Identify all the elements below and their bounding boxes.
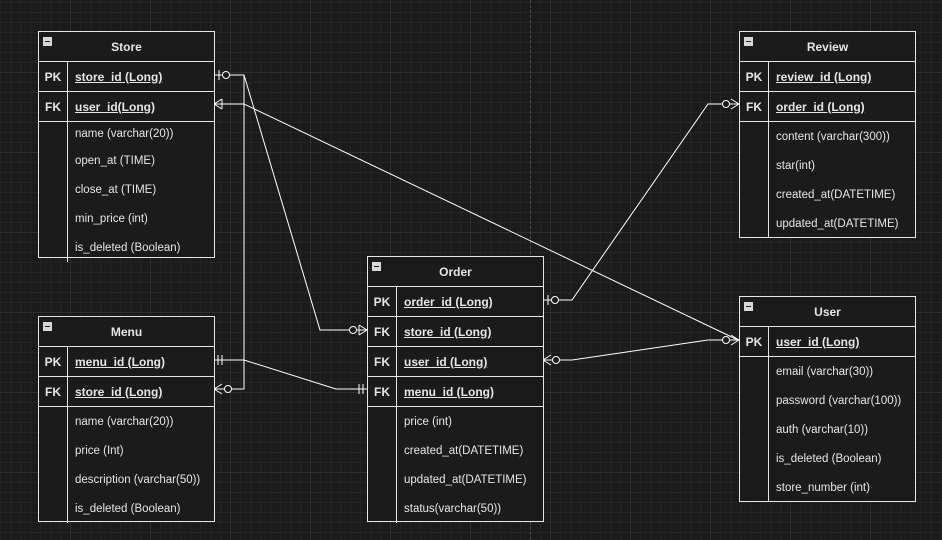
collapse-icon[interactable] <box>372 262 381 271</box>
key-name: store_id (Long) <box>404 324 492 339</box>
entity-title: Review <box>806 39 849 54</box>
field-row[interactable]: open_at (TIME) <box>75 154 155 167</box>
field-row[interactable]: updated_at(DATETIME) <box>776 217 899 230</box>
key-type: FK <box>368 377 397 406</box>
rel-menu-order[interactable] <box>214 355 367 394</box>
entity-order[interactable]: Order PK order_id (Long) FK store_id (Lo… <box>367 256 544 523</box>
field-row[interactable]: email (varchar(30)) <box>776 365 874 378</box>
field-list: name (varchar(20)) price (Int) descripti… <box>39 407 214 523</box>
key-row[interactable]: PK review_id (Long) <box>740 62 915 92</box>
rel-order-review[interactable] <box>543 98 740 305</box>
key-name: menu_id (Long) <box>75 354 165 369</box>
key-type: FK <box>368 317 397 346</box>
entity-header[interactable]: User <box>740 297 915 327</box>
entity-review[interactable]: Review PK review_id (Long) FK order_id (… <box>739 31 916 238</box>
key-type: PK <box>368 287 397 316</box>
field-row[interactable]: name (varchar(20)) <box>75 415 174 428</box>
key-row[interactable]: PK menu_id (Long) <box>39 347 214 377</box>
key-name: order_id (Long) <box>404 294 493 309</box>
key-row[interactable]: FK store_id (Long) <box>39 377 214 407</box>
key-name: user_id (Long) <box>404 354 488 369</box>
entity-title: User <box>814 304 841 319</box>
entity-header[interactable]: Store <box>39 32 214 62</box>
key-type: FK <box>740 92 769 121</box>
rel-user-order[interactable] <box>542 334 740 366</box>
field-row[interactable]: is_deleted (Boolean) <box>776 452 882 465</box>
field-row[interactable]: content (varchar(300)) <box>776 130 890 143</box>
entity-title: Store <box>111 39 142 54</box>
entity-title: Menu <box>110 324 143 339</box>
key-name: store_id (Long) <box>75 384 163 399</box>
field-row[interactable]: star(int) <box>776 159 815 172</box>
field-row[interactable]: is_deleted (Boolean) <box>75 241 181 254</box>
key-row[interactable]: FK order_id (Long) <box>740 92 915 122</box>
key-row[interactable]: FK user_id (Long) <box>368 347 543 377</box>
entity-header[interactable]: Menu <box>39 317 214 347</box>
rel-user-store[interactable] <box>213 98 739 341</box>
entity-store[interactable]: Store PK store_id (Long) FK user_id(Long… <box>38 31 215 262</box>
field-row[interactable]: created_at(DATETIME) <box>776 188 896 201</box>
key-type: PK <box>740 62 769 91</box>
field-row[interactable]: close_at (TIME) <box>75 183 157 196</box>
field-row[interactable]: status(varchar(50)) <box>404 502 502 515</box>
entity-header[interactable]: Review <box>740 32 915 62</box>
field-row[interactable]: description (varchar(50)) <box>75 473 201 486</box>
collapse-icon[interactable] <box>43 322 52 331</box>
key-row[interactable]: PK user_id (Long) <box>740 327 915 357</box>
key-name: menu_id (Long) <box>404 384 494 399</box>
entity-header[interactable]: Order <box>368 257 543 287</box>
key-name: user_id (Long) <box>776 334 860 349</box>
entity-menu[interactable]: Menu PK menu_id (Long) FK store_id (Long… <box>38 316 215 523</box>
rel-store-order[interactable] <box>214 70 368 336</box>
field-row[interactable]: auth (varchar(10)) <box>776 423 869 436</box>
field-row[interactable]: price (Int) <box>75 444 124 457</box>
key-name: order_id (Long) <box>776 99 865 114</box>
entity-title: Order <box>439 264 472 279</box>
key-row[interactable]: FK user_id(Long) <box>39 92 214 122</box>
key-row[interactable]: FK menu_id (Long) <box>368 377 543 407</box>
field-row[interactable]: store_number (int) <box>776 481 870 494</box>
key-type: FK <box>39 92 68 121</box>
field-row[interactable]: is_deleted (Boolean) <box>75 502 181 515</box>
field-row[interactable]: created_at(DATETIME) <box>404 444 524 457</box>
key-type: PK <box>740 327 769 356</box>
key-name: review_id (Long) <box>776 69 872 84</box>
key-name: store_id (Long) <box>75 69 163 84</box>
key-type: PK <box>39 347 68 376</box>
field-list: name (varchar(20)) open_at (TIME) close_… <box>39 122 214 262</box>
field-list: price (int) created_at(DATETIME) updated… <box>368 407 543 523</box>
key-row[interactable]: PK store_id (Long) <box>39 62 214 92</box>
key-name: user_id(Long) <box>75 99 155 114</box>
field-row[interactable]: updated_at(DATETIME) <box>404 473 527 486</box>
field-list: content (varchar(300)) star(int) created… <box>740 122 915 238</box>
key-type: FK <box>39 377 68 406</box>
field-row[interactable]: min_price (int) <box>75 212 148 225</box>
field-list: email (varchar(30)) password (varchar(10… <box>740 357 915 502</box>
collapse-icon[interactable] <box>744 302 753 311</box>
field-row[interactable]: name (varchar(20)) <box>75 128 174 140</box>
key-row[interactable]: FK store_id (Long) <box>368 317 543 347</box>
collapse-icon[interactable] <box>744 37 753 46</box>
collapse-icon[interactable] <box>43 37 52 46</box>
field-row[interactable]: password (varchar(100)) <box>776 394 902 407</box>
field-row[interactable]: price (int) <box>404 415 452 428</box>
key-row[interactable]: PK order_id (Long) <box>368 287 543 317</box>
rel-store-menu[interactable] <box>213 75 245 395</box>
entity-user[interactable]: User PK user_id (Long) email (varchar(30… <box>739 296 916 502</box>
key-type: PK <box>39 62 68 91</box>
key-type: FK <box>368 347 397 376</box>
